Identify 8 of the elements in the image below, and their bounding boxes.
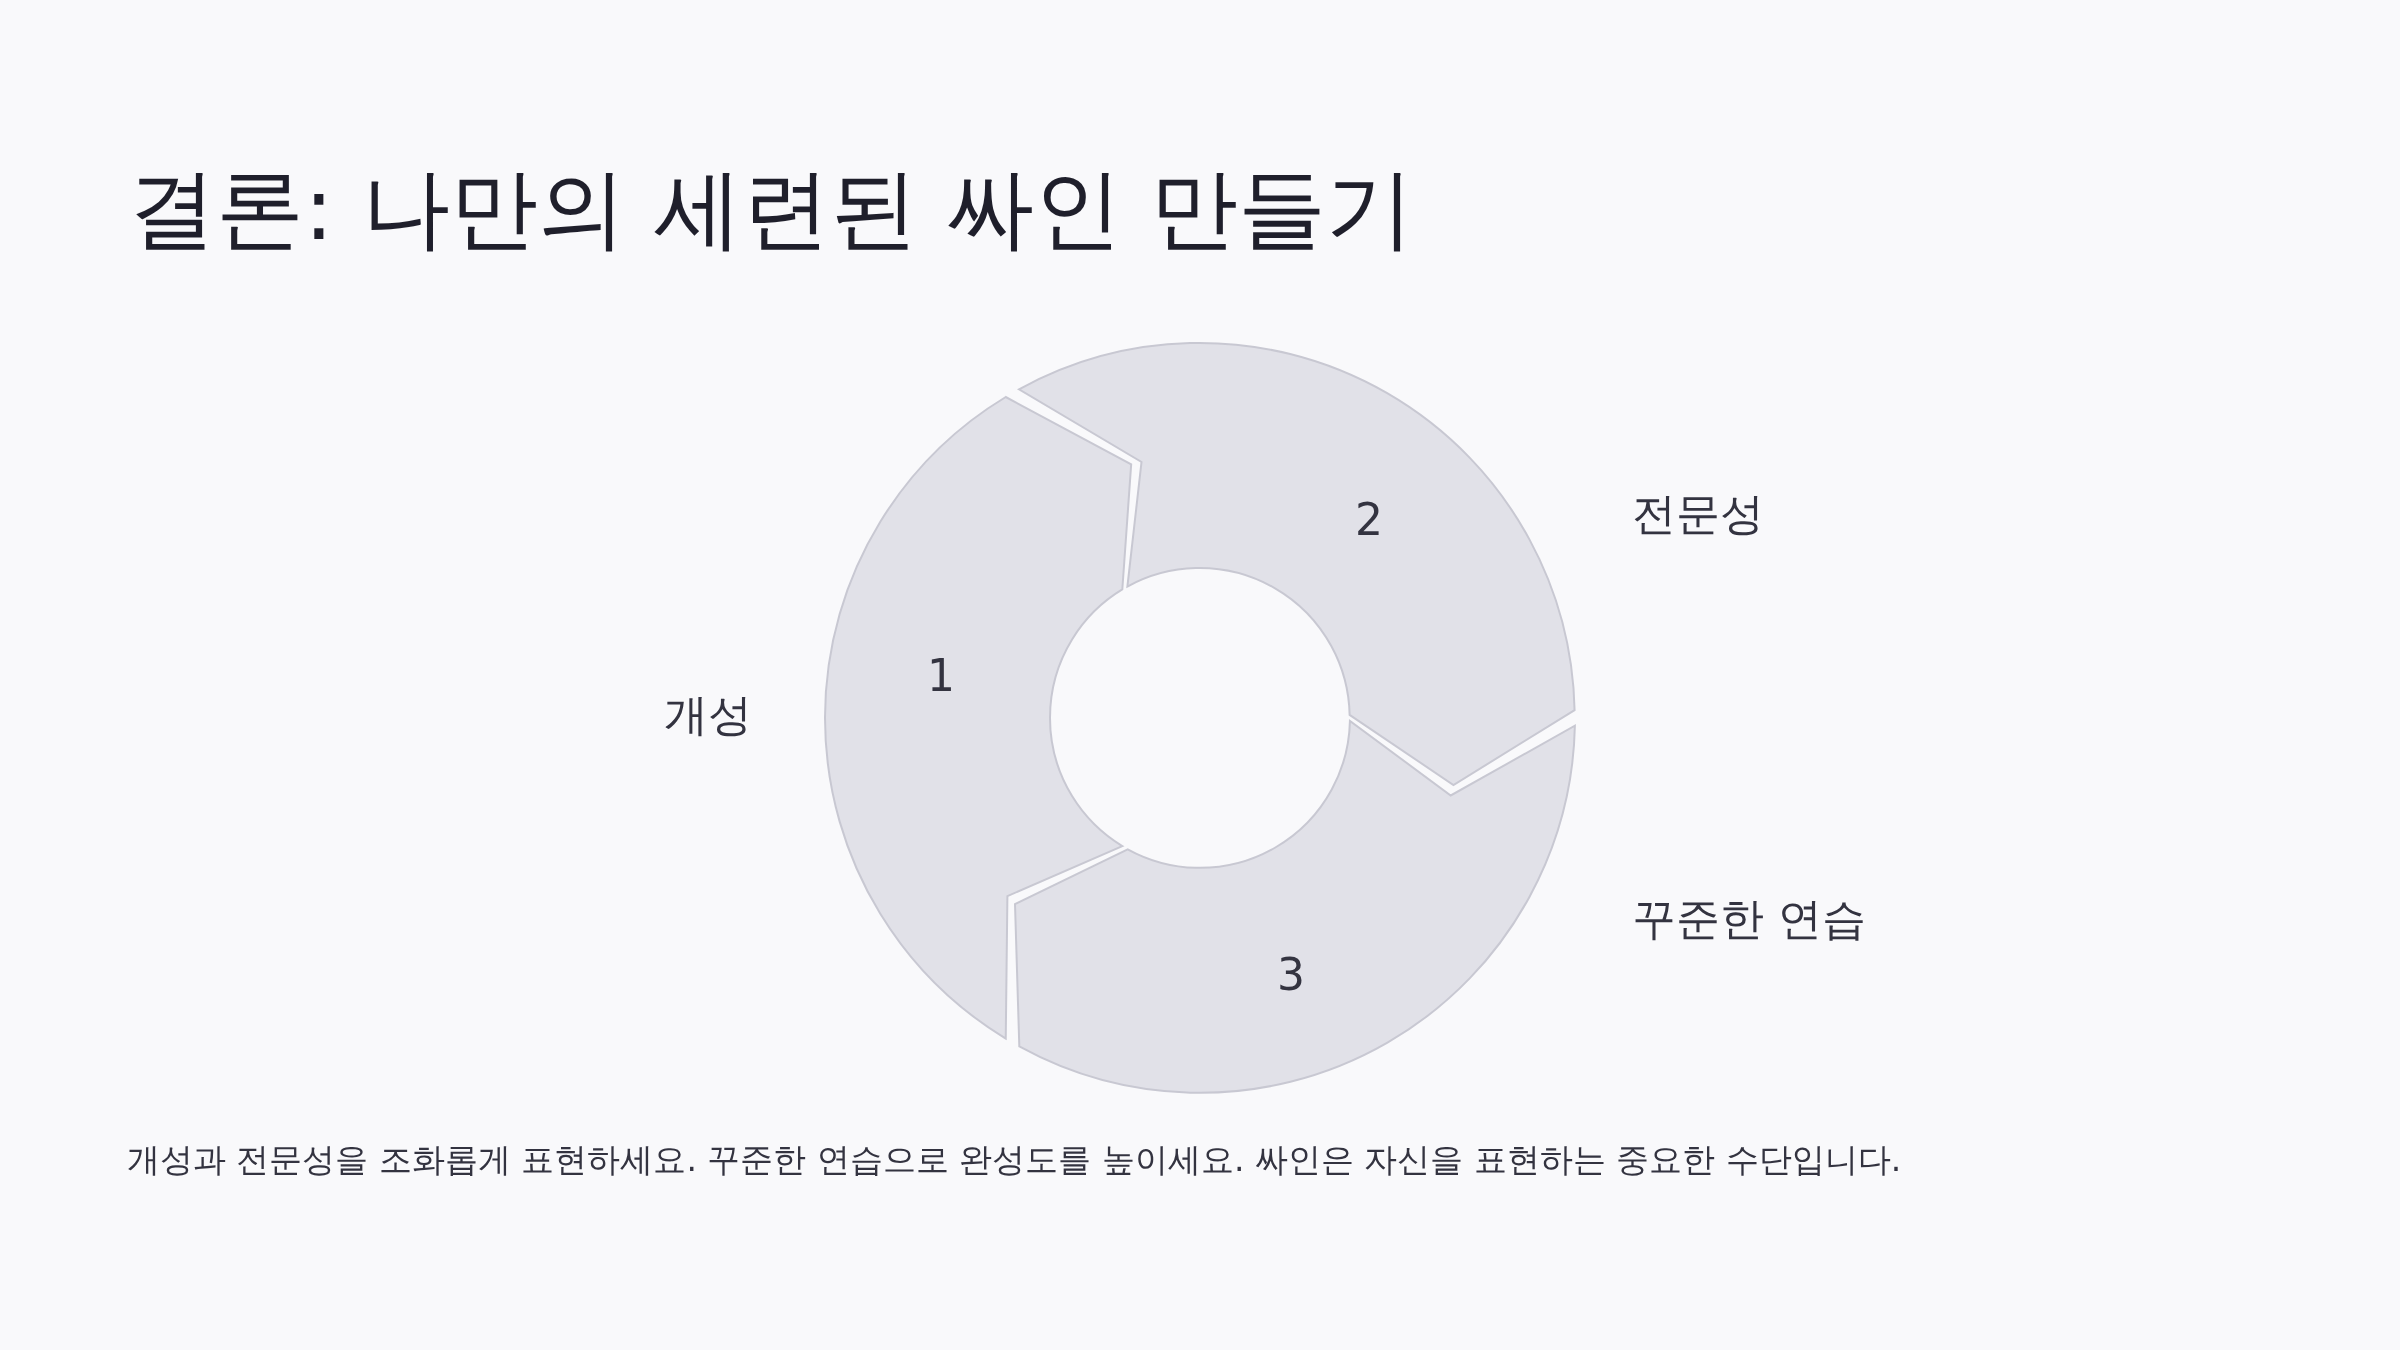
segment-label: 전문성: [1632, 486, 1764, 541]
step-number: 1: [927, 649, 955, 701]
step-number: 2: [1355, 493, 1383, 545]
step-number: 3: [1277, 948, 1305, 1000]
segment-label: 개성: [664, 687, 752, 742]
caption-text: 개성과 전문성을 조화롭게 표현하세요. 꾸준한 연습으로 완성도를 높이세요. 싸인은 자신을 표현하는 중요한 수단입니다.: [127, 1139, 1902, 1181]
segment-label: 꾸준한 연습: [1632, 891, 1866, 946]
title: 결론: 나만의 세련된 싸인 만들기: [128, 156, 1414, 262]
